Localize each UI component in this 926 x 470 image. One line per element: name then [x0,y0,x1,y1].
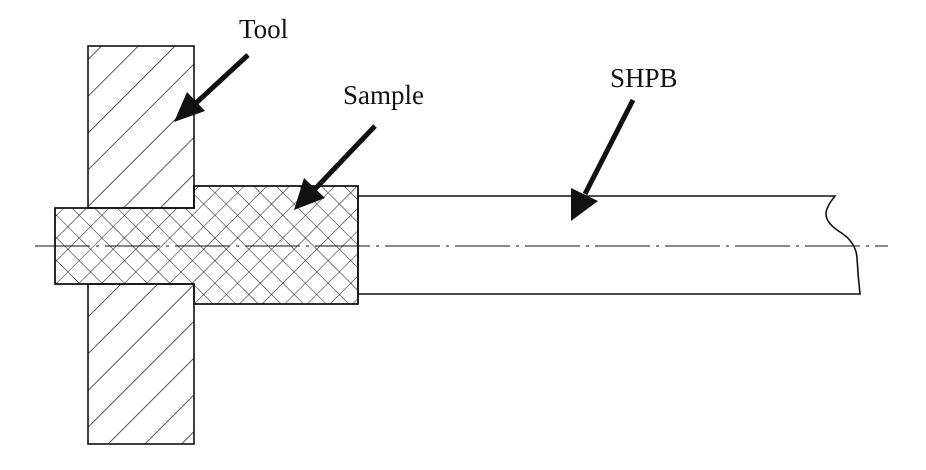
shpb-arrow [571,98,636,221]
sample-arrow [294,124,377,210]
tool-label: Tool [239,14,288,44]
tool-arrow [174,53,250,122]
tool-upper-block [87,45,195,209]
shpb-label: SHPB [610,63,678,93]
sample [54,185,359,305]
tool-lower-block [87,283,195,445]
shpb-bar [357,195,861,295]
sample-label: Sample [343,80,424,110]
